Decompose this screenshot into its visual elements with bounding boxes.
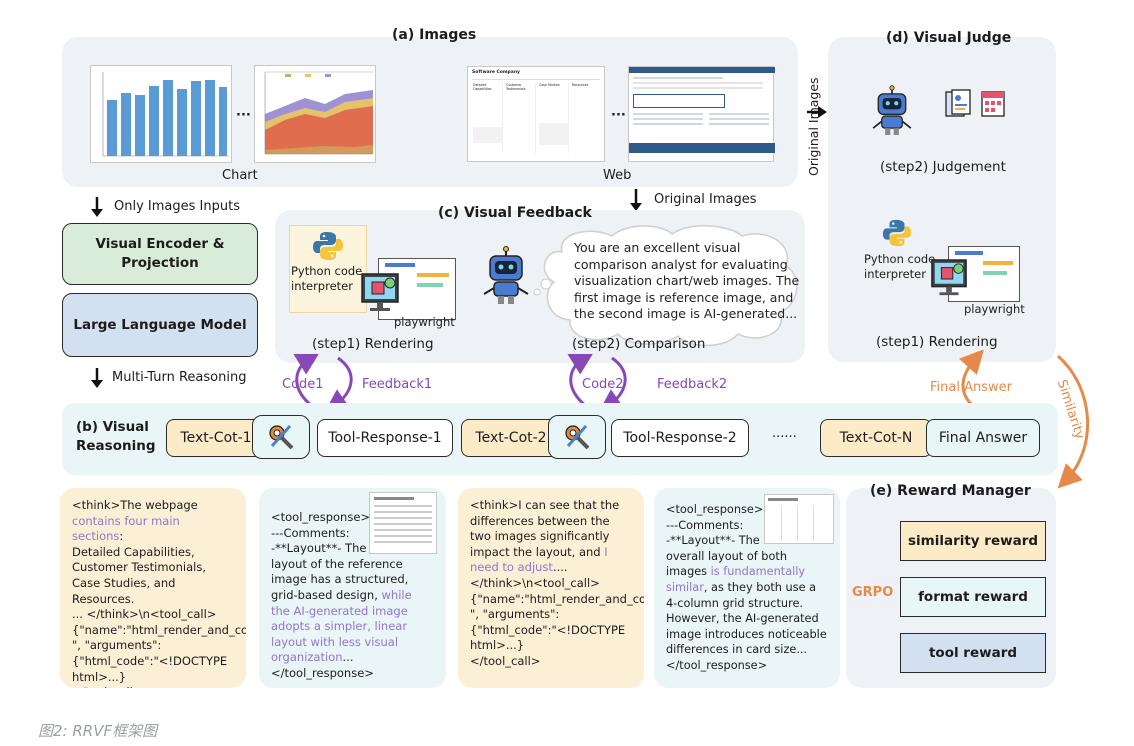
visual-reasoning-title-line1: (b) Visual: [76, 419, 149, 435]
text-cot-1: Text-Cot-1: [166, 419, 266, 457]
feedback-loop-arrows: [293, 354, 627, 413]
note3-highlight: I need to adjust: [470, 544, 608, 575]
playwright-label: playwright: [394, 315, 455, 329]
think-note-1: <think>The webpage contains four main se…: [60, 488, 246, 688]
images-title: (a) Images: [392, 27, 477, 43]
python-logo-icon: [882, 219, 912, 247]
visual-reasoning-title: (b) Visual Reasoning: [76, 418, 155, 456]
step2-judgement-label: (step2) Judgement: [880, 159, 1006, 175]
note1-highlight: contains four main sections: [72, 513, 180, 544]
down-arrow-icon: [91, 368, 103, 388]
note1-text-a: <think>The webpage: [72, 498, 198, 512]
think-note-2: <think>I can see that the differences be…: [458, 488, 644, 688]
feedback2-label: Feedback2: [657, 377, 728, 392]
final-answer-box: Final Answer: [926, 419, 1040, 457]
calendar-icon: [981, 91, 1005, 117]
code1-label: Code1: [282, 377, 324, 392]
only-images-inputs-label: Only Images Inputs: [114, 199, 240, 214]
python-label-1: Python code: [291, 264, 363, 278]
step2-comparison-label: (step2) Comparison: [572, 336, 706, 352]
original-images-vertical-label: Original Images: [806, 77, 821, 176]
judge-step1-rendering-label: (step1) Rendering: [876, 334, 998, 350]
documents-icon: [945, 89, 971, 117]
judge-python-label-1: Python code: [864, 252, 936, 266]
webpage-thumbnail-2: [628, 66, 775, 162]
judge-python-label-2: interpreter: [864, 267, 926, 281]
images-ellipsis-2: ···: [611, 108, 626, 123]
monitor-icon: [361, 273, 399, 311]
judge-browser-window-icon: [948, 246, 1020, 302]
bar-chart-thumbnail: [90, 65, 232, 163]
note3-text-a: <think>I can see that the differences be…: [470, 498, 620, 559]
thought-cloud: [533, 225, 798, 347]
step1-rendering-label: (step1) Rendering: [312, 336, 434, 352]
web-thumb-header: Software Company: [472, 70, 520, 75]
figure-caption: 图2: RRVF框架图: [38, 722, 158, 740]
web-thumb-col-1: Detailed Capabilities: [473, 83, 492, 91]
text-cot-2: Text-Cot-2: [461, 419, 561, 457]
note2-text-b: ... </tool_response>: [271, 650, 374, 680]
web-label: Web: [603, 168, 632, 183]
note-thumbnail-1: [369, 492, 437, 554]
judge-robot-icon: [872, 85, 912, 135]
python-logo-icon: [313, 232, 343, 260]
tool-icon-box-1: [252, 415, 310, 459]
robot-icon: [483, 246, 529, 304]
note3-text-b: .... </think>\n<tool_call> {"name":"html…: [470, 560, 644, 668]
web-thumb-col-2: Customer Testimonials: [506, 83, 526, 91]
web-thumb-col-4: Resources: [572, 83, 589, 87]
chain-ellipsis: ······: [772, 430, 797, 445]
visual-encoder-box: Visual Encoder & Projection: [62, 223, 258, 285]
code2-label: Code2: [582, 377, 624, 392]
note4-text-a: <tool_response> ---Comments: -**Layout**…: [666, 503, 787, 579]
judge-monitor-icon: [931, 259, 967, 296]
text-cot-n: Text-Cot-N: [820, 419, 932, 457]
tool-response-2: Tool-Response-2: [611, 419, 749, 457]
grpo-label: GRPO: [852, 585, 894, 600]
original-images-label: Original Images: [654, 192, 757, 207]
visual-judge-title: (d) Visual Judge: [886, 30, 1012, 46]
visual-reasoning-title-line2: Reasoning: [76, 438, 156, 454]
visual-judge-panel: [828, 37, 1056, 362]
large-language-model-box: Large Language Model: [62, 293, 258, 357]
tool-icon-box-2: [548, 415, 606, 459]
area-chart-thumbnail: [254, 65, 376, 163]
right-arrow-icon: [807, 106, 827, 118]
reward-manager-title: (e) Reward Manager: [870, 483, 1031, 499]
visual-feedback-title: (c) Visual Feedback: [438, 205, 592, 221]
down-arrow-icon: [630, 189, 642, 211]
python-label-2: interpreter: [291, 279, 353, 293]
note4-text-b: , as they both use a 4-column grid struc…: [666, 580, 827, 672]
feedback1-label: Feedback1: [362, 377, 433, 392]
note-thumbnail-2: [764, 494, 834, 544]
format-reward-box: format reward: [900, 577, 1046, 617]
comparison-prompt-text: You are an excellent visual comparison a…: [574, 240, 800, 321]
tool-reward-box: tool reward: [900, 633, 1046, 673]
down-arrow-icon: [91, 197, 103, 217]
tool-response-note-1: <tool_response> ---Comments: -**Layout**…: [259, 488, 446, 688]
note2-highlight: while the AI-generated image adopts a si…: [271, 587, 412, 665]
note1-text-b: : Detailed Capabilities, Customer Testim…: [72, 529, 246, 688]
tools-icon: [269, 424, 294, 450]
browser-window-icon: [378, 258, 456, 320]
images-ellipsis-1: ···: [236, 108, 251, 123]
web-thumb-col-3: Case Studies: [539, 83, 560, 87]
judge-playwright-label: playwright: [964, 302, 1025, 316]
multi-turn-reasoning-label: Multi-Turn Reasoning: [112, 370, 247, 385]
tool-response-1: Tool-Response-1: [317, 419, 453, 457]
note2-text-a: <tool_response> ---Comments: -**Layout**…: [271, 510, 409, 602]
tools-icon: [565, 424, 590, 450]
final-answer-arrow-label: Final Answer: [930, 380, 1012, 395]
chart-label: Chart: [222, 168, 258, 183]
note4-highlight: is fundamentally similar: [666, 565, 806, 594]
visual-encoder-line1: Visual Encoder &: [95, 236, 225, 252]
webpage-thumbnail-1: Software Company Detailed Capabilities C…: [467, 66, 605, 162]
visual-encoder-line2: Projection: [121, 255, 199, 271]
similarity-reward-box: similarity reward: [900, 521, 1046, 561]
